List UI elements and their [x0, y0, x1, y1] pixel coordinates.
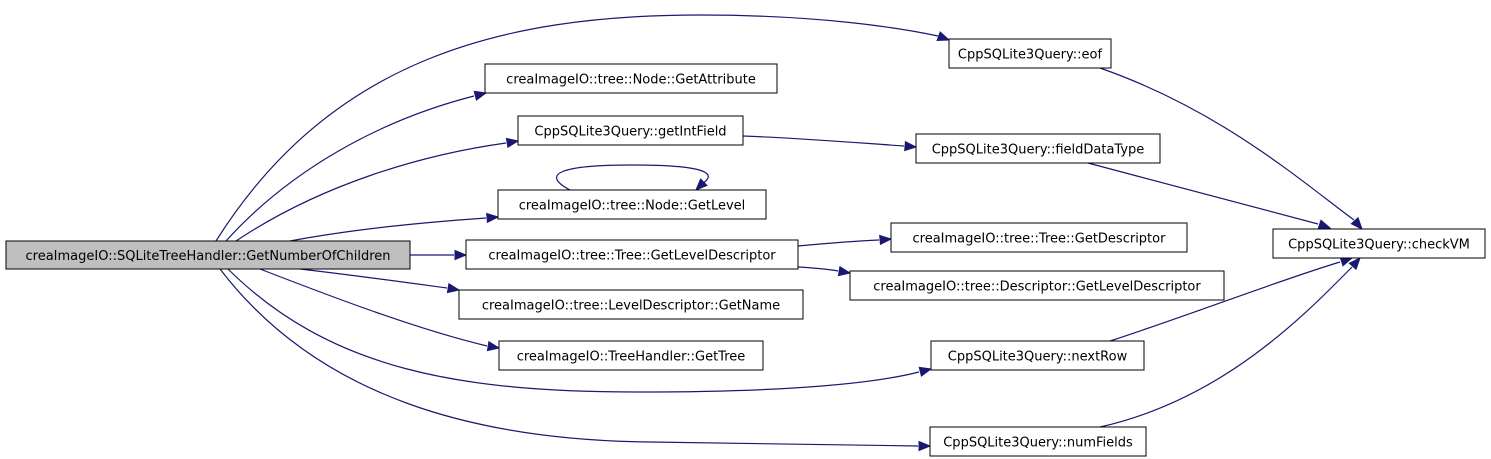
arrowhead-icon: [1348, 257, 1361, 271]
node-getIntField[interactable]: CppSQLite3Query::getIntField: [517, 115, 744, 146]
node-box[interactable]: [517, 115, 744, 146]
node-box[interactable]: [890, 222, 1188, 253]
edge-root-to-getLevelDescriptor: [410, 249, 468, 261]
arrowhead-icon: [695, 178, 708, 191]
arrowhead-icon: [1317, 219, 1332, 230]
node-numFields[interactable]: CppSQLite3Query::numFields: [929, 426, 1147, 457]
arrowhead-icon: [505, 137, 520, 149]
arrowhead-icon: [454, 249, 468, 261]
edge-eof-to-checkVM: [1099, 67, 1363, 230]
edge-root-to-getName: [299, 268, 461, 294]
edge-line: [235, 142, 507, 242]
node-box[interactable]: [5, 240, 411, 270]
node-box[interactable]: [1272, 228, 1486, 259]
node-getDescriptor[interactable]: creaImageIO::tree::Tree::GetDescriptor: [890, 222, 1188, 253]
node-getLevel[interactable]: creaImageIO::tree::Node::GetLevel: [497, 189, 767, 220]
node-label: creaImageIO::tree::Descriptor::GetLevelD…: [873, 280, 1201, 295]
edge-fieldDataType-to-checkVM: [1087, 162, 1332, 230]
node-label: CppSQLite3Query::getIntField: [534, 125, 726, 140]
arrowhead-icon: [918, 440, 932, 452]
arrowhead-icon: [837, 265, 852, 277]
edge-line: [259, 268, 488, 347]
node-box[interactable]: [498, 340, 764, 371]
node-label: CppSQLite3Query::fieldDataType: [932, 143, 1145, 158]
edge-root-to-nextRow: [227, 268, 933, 393]
node-label: creaImageIO::TreeHandler::GetTree: [517, 350, 746, 365]
node-eof[interactable]: CppSQLite3Query::eof: [948, 38, 1112, 69]
nodes-layer: creaImageIO::SQLiteTreeHandler::GetNumbe…: [5, 38, 1486, 457]
edges-layer: [215, 14, 1363, 452]
node-getTree[interactable]: creaImageIO::TreeHandler::GetTree: [498, 340, 764, 371]
edge-line: [225, 95, 475, 242]
edge-line: [797, 239, 880, 247]
edge-line: [797, 266, 839, 272]
arrowhead-icon: [904, 140, 918, 152]
node-label: CppSQLite3Query::eof: [958, 48, 1103, 63]
node-getAttribute[interactable]: creaImageIO::tree::Node::GetAttribute: [484, 63, 778, 94]
edge-line: [556, 164, 709, 191]
node-label: CppSQLite3Query::nextRow: [948, 350, 1128, 365]
arrowhead-icon: [1350, 216, 1363, 230]
arrowhead-icon: [486, 340, 501, 352]
edge-line: [1099, 67, 1355, 221]
arrowhead-icon: [879, 234, 893, 246]
edge-line: [742, 135, 905, 147]
edge-numFields-to-checkVM: [1099, 257, 1361, 428]
edge-getIntField-to-fieldDataType: [742, 135, 918, 152]
edge-root-to-eof: [215, 14, 951, 242]
node-box[interactable]: [497, 189, 767, 220]
arrowhead-icon: [473, 90, 488, 101]
edge-line: [215, 14, 939, 242]
node-getLevelDescriptor[interactable]: creaImageIO::tree::Tree::GetLevelDescrip…: [465, 239, 799, 270]
node-getName[interactable]: creaImageIO::tree::LevelDescriptor::GetN…: [458, 289, 804, 320]
node-box[interactable]: [465, 239, 799, 270]
arrowhead-icon: [446, 282, 461, 294]
edge-root-to-getTree: [259, 268, 501, 352]
node-box[interactable]: [915, 133, 1161, 164]
edge-root-to-getIntField: [235, 137, 520, 242]
node-box[interactable]: [948, 38, 1112, 69]
node-label: creaImageIO::tree::LevelDescriptor::GetN…: [482, 299, 780, 314]
node-label: creaImageIO::tree::Node::GetAttribute: [506, 73, 756, 88]
edge-root-to-getLevel: [289, 212, 500, 242]
node-box[interactable]: [930, 340, 1145, 371]
node-label: creaImageIO::tree::Tree::GetLevelDescrip…: [488, 249, 776, 264]
arrowhead-icon: [918, 366, 933, 377]
edge-getLevelDescriptor-to-getDescriptor: [797, 234, 893, 247]
edge-getLevel-to-getLevel: [556, 164, 709, 191]
edge-line: [219, 268, 919, 447]
edge-line: [1087, 162, 1319, 225]
node-label: creaImageIO::SQLiteTreeHandler::GetNumbe…: [25, 249, 390, 264]
edge-line: [289, 217, 487, 242]
node-label: CppSQLite3Query::numFields: [943, 436, 1133, 451]
edge-getLevelDescriptor-to-descGetLevelDescriptor: [797, 265, 852, 277]
node-box[interactable]: [458, 289, 804, 320]
node-descGetLevelDescriptor[interactable]: creaImageIO::tree::Descriptor::GetLevelD…: [849, 270, 1225, 301]
edge-line: [227, 268, 920, 393]
edge-line: [299, 268, 448, 289]
edge-root-to-getAttribute: [225, 90, 488, 242]
node-checkVM[interactable]: CppSQLite3Query::checkVM: [1272, 228, 1486, 259]
edge-root-to-numFields: [219, 268, 932, 452]
node-nextRow[interactable]: CppSQLite3Query::nextRow: [930, 340, 1145, 371]
node-box[interactable]: [484, 63, 778, 94]
arrowhead-icon: [486, 212, 500, 224]
edge-line: [1109, 261, 1341, 342]
node-root[interactable]: creaImageIO::SQLiteTreeHandler::GetNumbe…: [5, 240, 411, 270]
edge-line: [1099, 266, 1353, 428]
node-label: creaImageIO::tree::Tree::GetDescriptor: [913, 232, 1167, 247]
node-label: creaImageIO::tree::Node::GetLevel: [519, 199, 746, 214]
node-label: CppSQLite3Query::checkVM: [1288, 238, 1470, 253]
arrowhead-icon: [936, 31, 951, 41]
node-box[interactable]: [929, 426, 1147, 457]
node-fieldDataType[interactable]: CppSQLite3Query::fieldDataType: [915, 133, 1161, 164]
node-box[interactable]: [849, 270, 1225, 301]
